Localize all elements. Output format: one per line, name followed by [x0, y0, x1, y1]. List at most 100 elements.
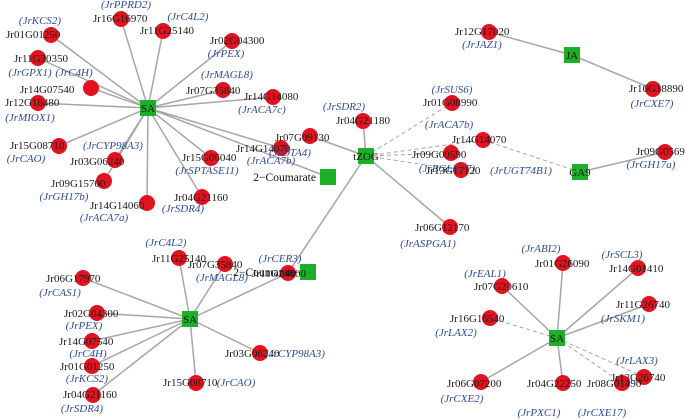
gene-id-label: Jr04G21160: [174, 192, 228, 204]
gene-id-label: Jr14G14080: [244, 91, 299, 103]
gene-name-label: (JrCAS1): [39, 287, 81, 299]
gene-id-label: Jr04G21160: [63, 389, 117, 401]
edge-SA1-g6: [90, 87, 149, 109]
edge-SA3-d2: [556, 267, 639, 339]
gene-name-label: (JrCYP98A3): [265, 348, 325, 360]
gene-name-label: (JrCAO): [217, 377, 256, 389]
gene-node[interactable]: [280, 265, 296, 281]
edge-SA2-b9: [92, 318, 191, 396]
gene-node[interactable]: [443, 145, 459, 161]
nodes-layer: [30, 11, 673, 403]
gene-name-label: (JrC4L2): [146, 237, 187, 249]
gene-node[interactable]: [30, 95, 46, 111]
gene-node[interactable]: [224, 33, 240, 49]
gene-name-label: (JrACA7b): [247, 155, 296, 167]
gene-id-label: Jr09G05690: [636, 146, 685, 158]
gene-node[interactable]: [442, 219, 458, 235]
edge-SA3-d9: [556, 337, 623, 384]
edge-SA2-b10: [189, 272, 289, 320]
gene-name-label: (JrCER3): [259, 253, 302, 265]
gene-node[interactable]: [217, 256, 233, 272]
gene-node[interactable]: [113, 11, 129, 27]
edge-SA2-b1: [178, 257, 191, 320]
gene-node[interactable]: [252, 345, 268, 361]
gene-name-label: (JrPEX): [208, 48, 245, 60]
gene-node[interactable]: [51, 138, 67, 154]
gene-id-label: Jr16G18890: [629, 83, 684, 95]
gene-node[interactable]: [75, 270, 91, 286]
gene-id-label: Jr11G30350: [14, 53, 68, 65]
hub-node[interactable]: [300, 264, 316, 280]
gene-id-label: Jr06G07200: [447, 378, 502, 390]
hub-label: JA: [566, 50, 578, 62]
gene-node[interactable]: [89, 305, 105, 321]
edge-tZOG-c3: [365, 102, 453, 157]
gene-node[interactable]: [645, 81, 661, 97]
gene-name-label: (JrABI2): [521, 243, 560, 255]
hub-label: SA: [550, 333, 564, 345]
gene-name-label: (JrGH17a): [627, 159, 676, 171]
gene-node[interactable]: [641, 296, 657, 312]
gene-id-label: Jr09G00590: [412, 149, 467, 161]
hub-node[interactable]: [549, 330, 565, 346]
gene-id-label: Jr01G01250: [60, 361, 115, 373]
gene-node[interactable]: [273, 140, 289, 156]
hub-node[interactable]: [140, 100, 156, 116]
gene-node[interactable]: [171, 250, 187, 266]
gene-node[interactable]: [494, 278, 510, 294]
gene-node[interactable]: [481, 24, 497, 40]
gene-node[interactable]: [84, 358, 100, 374]
gene-node[interactable]: [84, 333, 100, 349]
gene-name-label: (JrLAX2): [435, 327, 477, 339]
gene-id-label: Jr07G20610: [474, 281, 529, 293]
edge-SA3-d6: [556, 337, 645, 378]
gene-name-label: (JrGH17b): [40, 191, 89, 203]
gene-node[interactable]: [657, 144, 673, 160]
gene-id-label: Jr09G15700: [51, 178, 106, 190]
gene-node[interactable]: [614, 375, 630, 391]
gene-name-label: (JrMAGL8): [196, 272, 248, 284]
gene-node[interactable]: [473, 374, 489, 390]
edge-tZOG-c6: [365, 155, 451, 228]
gene-node[interactable]: [453, 162, 469, 178]
gene-name-label: (JrCXE7): [631, 98, 674, 110]
gene-node[interactable]: [444, 95, 460, 111]
hub-node[interactable]: [320, 169, 336, 185]
hub-node[interactable]: [572, 164, 588, 180]
gene-node[interactable]: [475, 132, 491, 148]
gene-node[interactable]: [43, 27, 59, 43]
gene-node[interactable]: [155, 23, 171, 39]
gene-id-label: Jr07G35840: [186, 85, 241, 97]
gene-node[interactable]: [482, 310, 498, 326]
gene-id-label: Jr14G01410: [609, 263, 664, 275]
gene-node[interactable]: [355, 113, 371, 129]
gene-node[interactable]: [96, 173, 112, 189]
hub-node[interactable]: [358, 148, 374, 164]
edge-SA1-g1: [120, 18, 149, 109]
gene-node[interactable]: [555, 375, 571, 391]
gene-node[interactable]: [139, 195, 155, 211]
hub-node[interactable]: [182, 311, 198, 327]
gene-node[interactable]: [188, 375, 204, 391]
hub-node[interactable]: [564, 47, 580, 63]
gene-node[interactable]: [636, 369, 652, 385]
gene-node[interactable]: [30, 50, 46, 66]
gene-node[interactable]: [107, 152, 123, 168]
gene-node[interactable]: [630, 260, 646, 276]
gene-node[interactable]: [302, 128, 318, 144]
gene-node[interactable]: [265, 89, 281, 105]
gene-node[interactable]: [83, 80, 99, 96]
gene-node[interactable]: [555, 255, 571, 271]
gene-node[interactable]: [194, 189, 210, 205]
gene-name-label: (JrLAX3): [616, 355, 658, 367]
gene-node[interactable]: [215, 82, 231, 98]
gene-node[interactable]: [85, 387, 101, 403]
gene-name-label: (JrKCS2): [66, 373, 109, 385]
gene-name-label: (JrMAGL8): [201, 69, 253, 81]
edge-tZOG-r3: [365, 139, 484, 157]
gene-name-label: (JrSDR4): [61, 403, 103, 415]
gene-id-label: Jr13G26740: [611, 372, 666, 384]
gene-node[interactable]: [203, 150, 219, 166]
edge-SA1-g15: [146, 107, 149, 204]
